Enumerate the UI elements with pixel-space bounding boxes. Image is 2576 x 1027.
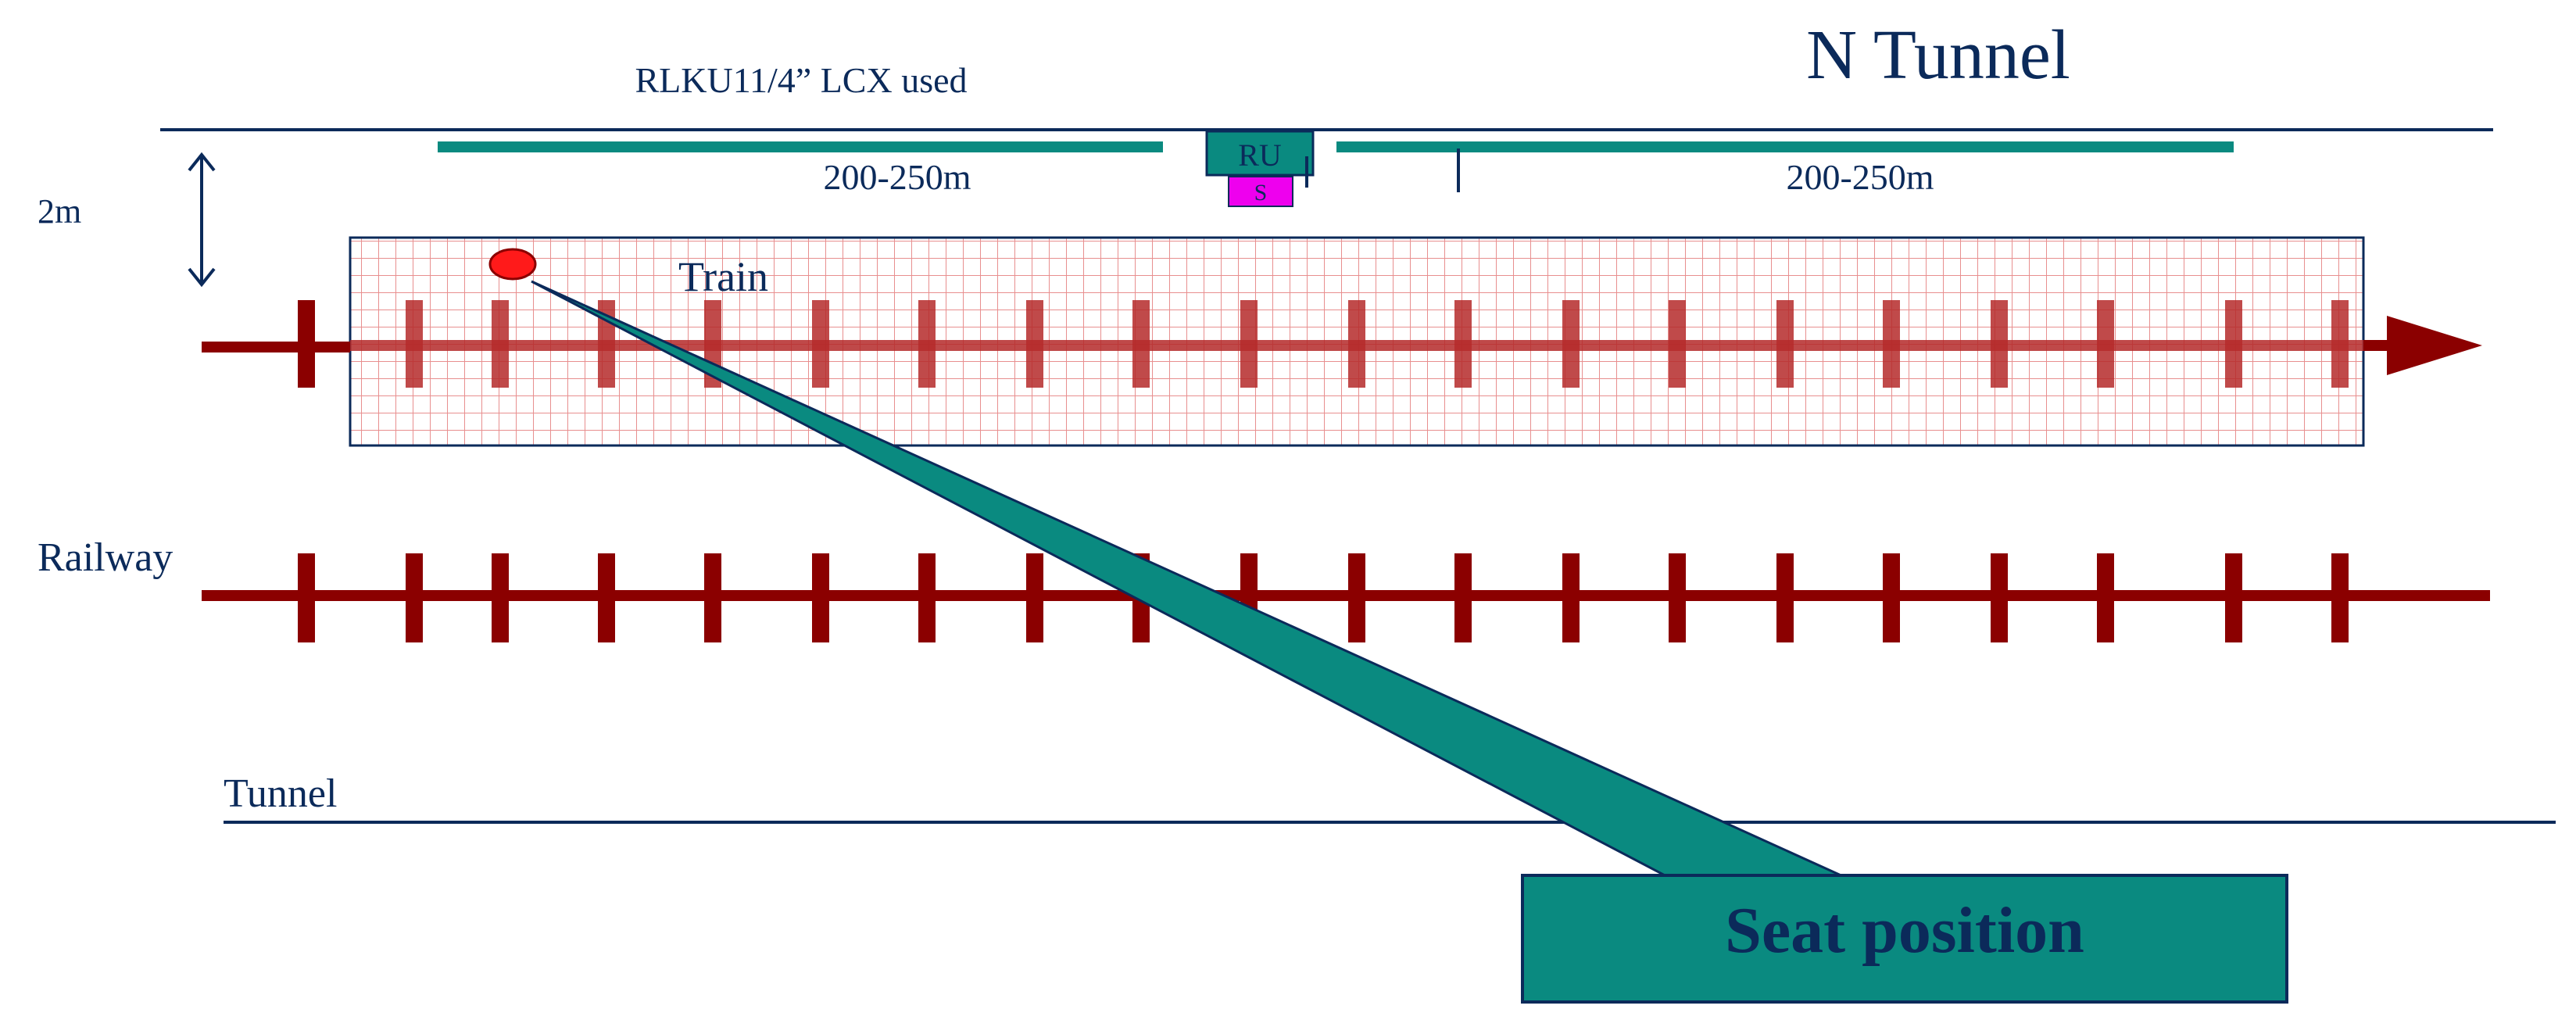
train-tie xyxy=(1132,300,1150,388)
segment-right-label: 200-250m xyxy=(1786,157,1934,197)
railway-tie xyxy=(1883,553,1900,642)
ru-box xyxy=(1205,130,1315,177)
train-tie xyxy=(2331,300,2349,388)
railway-tie xyxy=(2225,553,2242,642)
railway-tie xyxy=(1454,553,1472,642)
direction-arrow xyxy=(2387,316,2482,375)
train-track-tail-tie xyxy=(298,300,315,388)
train-tie xyxy=(1991,300,2008,388)
railway-ties xyxy=(298,553,2349,642)
railway-tie xyxy=(298,553,315,642)
lcx-cable-left xyxy=(438,141,1163,152)
train-tie xyxy=(1669,300,1686,388)
train-tie xyxy=(2225,300,2242,388)
train-tie xyxy=(1026,300,1043,388)
lcx-cable-right xyxy=(1336,141,2234,152)
ru-label: RU xyxy=(1238,138,1282,173)
tunnel-label: Tunnel xyxy=(224,771,337,816)
railway-tie xyxy=(1348,553,1365,642)
train-tie xyxy=(492,300,509,388)
s-label: S xyxy=(1254,180,1268,206)
railway-tie xyxy=(918,553,936,642)
height-label: 2m xyxy=(38,192,81,231)
seat-callout-box xyxy=(1521,874,2288,1004)
train-tie xyxy=(1776,300,1794,388)
train-tie xyxy=(1883,300,1900,388)
seat-callout-label: Seat position xyxy=(1725,894,2084,967)
train-tie xyxy=(812,300,829,388)
s-box xyxy=(1228,176,1293,207)
railway-tie xyxy=(1669,553,1686,642)
railway-tie xyxy=(406,553,423,642)
railway-tie xyxy=(1562,553,1580,642)
railway-tie xyxy=(492,553,509,642)
train-tie xyxy=(1348,300,1365,388)
railway-tie xyxy=(704,553,721,642)
train-tie xyxy=(406,300,423,388)
train-tie xyxy=(1562,300,1580,388)
railway-tie xyxy=(2331,553,2349,642)
railway-tie xyxy=(2097,553,2114,642)
train-tie xyxy=(1240,300,1258,388)
railway-tie xyxy=(1026,553,1043,642)
railway-tie xyxy=(812,553,829,642)
seat-marker xyxy=(488,248,537,281)
railway-tie xyxy=(598,553,615,642)
height-dimension-arrow xyxy=(188,152,216,288)
title: N Tunnel xyxy=(1806,16,2070,94)
segment-left-label: 200-250m xyxy=(823,157,971,197)
train-tie xyxy=(2097,300,2114,388)
train-label: Train xyxy=(678,253,768,300)
train-tie xyxy=(918,300,936,388)
railway-tie xyxy=(1776,553,1794,642)
cable-label: RLKU11/4” LCX used xyxy=(635,60,967,100)
railway-label: Railway xyxy=(38,535,173,580)
railway-tie xyxy=(1991,553,2008,642)
train-tie xyxy=(1454,300,1472,388)
